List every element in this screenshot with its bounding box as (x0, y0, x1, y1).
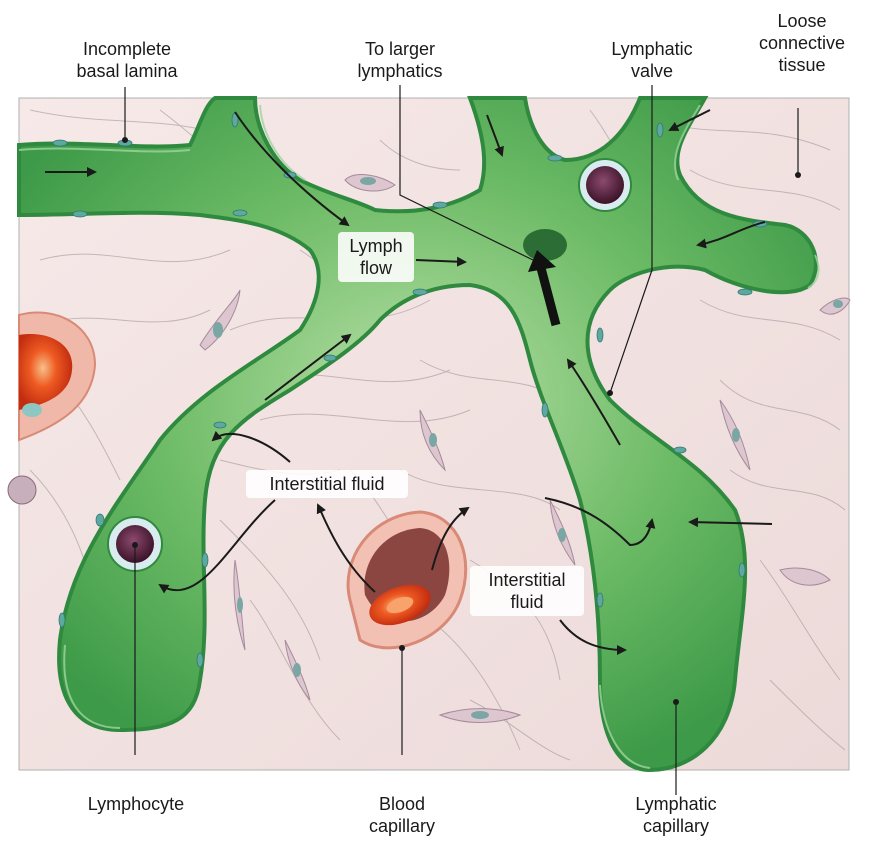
label-loose-connective-tissue: Loose connective tissue (744, 10, 860, 76)
label-lymphocyte: Lymphocyte (66, 793, 206, 815)
lymphocyte-cell-right (579, 159, 631, 211)
label-incomplete-basal-lamina: Incomplete basal lamina (54, 38, 200, 82)
label-to-larger-lymphatics: To larger lymphatics (334, 38, 466, 82)
label-lymphatic-valve: Lymphatic valve (595, 38, 709, 82)
label-interstitial-fluid-left: Interstitial fluid (246, 470, 408, 498)
opening-to-larger-lymphatics (523, 229, 567, 261)
label-blood-capillary: Blood capillary (342, 793, 462, 837)
label-lymph-flow: Lymph flow (338, 232, 414, 282)
label-interstitial-fluid-right: Interstitial fluid (470, 566, 584, 616)
left-edge-lymphocyte (8, 476, 36, 504)
label-lymphatic-capillary: Lymphatic capillary (608, 793, 744, 837)
